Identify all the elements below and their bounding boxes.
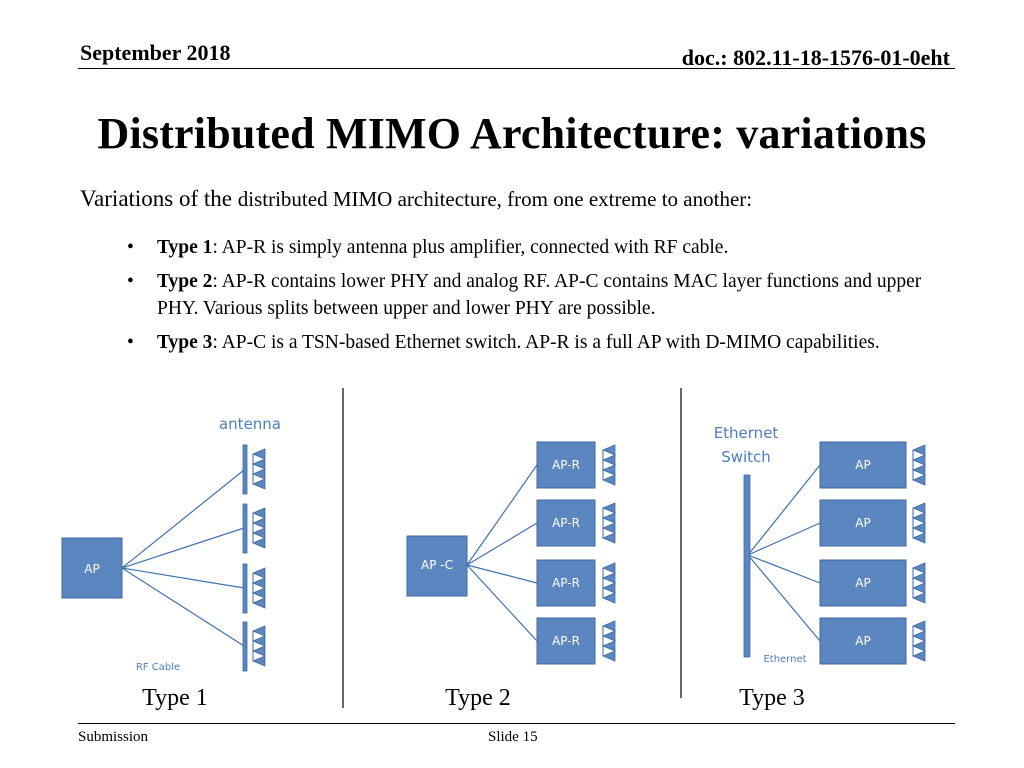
footer-divider (78, 723, 955, 724)
bullet-term: Type 2 (157, 271, 213, 292)
type3-ap-label: AP (855, 634, 870, 648)
header-doc-id: doc.: 802.11-18-1576-01-0eht (681, 45, 950, 70)
type2-links (466, 464, 538, 642)
type3-ap-2: AP (819, 499, 925, 547)
type2-apr-4: AP-R (536, 617, 615, 665)
type1-antenna-label: antenna (219, 415, 281, 433)
bullet-term: Type 3 (157, 332, 213, 353)
footer-slide-number: Slide 15 (488, 729, 538, 745)
type1-antenna-1 (242, 444, 265, 495)
type3-switch-label-1: Ethernet (714, 424, 779, 442)
architecture-diagram: AP antenna RF Cable Type 1 AP -C (61, 388, 1024, 711)
type2-apr-1: AP-R (536, 441, 615, 489)
slide-title: Distributed MIMO Architecture: variation… (97, 109, 927, 158)
intro-text: Variations of the distributed MIMO archi… (80, 186, 752, 212)
type1-label: Type 1 (142, 685, 208, 711)
type1-rf-cable-label: RF Cable (136, 662, 180, 673)
type3-ap-1: AP (819, 441, 925, 489)
bullet-text: : AP-R contains lower PHY and analog RF.… (157, 271, 922, 319)
type2-apr-label: AP-R (552, 516, 580, 530)
type1-antenna-2 (242, 503, 265, 554)
type1-antenna-4 (242, 621, 265, 672)
type2-label: Type 2 (445, 685, 511, 711)
type2-apr-label: AP-R (552, 458, 580, 472)
type3-switch-label-2: Switch (721, 448, 771, 466)
type2-apr-label: AP-R (552, 576, 580, 590)
type2-apc-box (406, 535, 468, 597)
type2-apr-3: AP-R (536, 559, 615, 607)
type1-ap-box (61, 537, 123, 599)
type3-ap-label: AP (855, 576, 870, 590)
header-date: September 2018 (80, 40, 231, 65)
bullet-text: : AP-R is simply antenna plus amplifier,… (212, 237, 729, 258)
intro-rest: distributed MIMO architecture, from one … (237, 187, 753, 211)
intro-lead: Variations of the (80, 186, 238, 211)
type1-diagram: AP antenna RF Cable Type 1 (61, 415, 281, 711)
type3-ap-label: AP (855, 516, 870, 530)
type1-antenna-3 (242, 563, 265, 614)
bullet-type-3: Type 3: AP-C is a TSN-based Ethernet swi… (127, 329, 947, 356)
footer-submission: Submission (78, 729, 149, 745)
type2-apc-label: AP -C (421, 558, 453, 572)
bullet-term: Type 1 (157, 237, 213, 258)
type3-ethernet-label: Ethernet (763, 654, 806, 665)
bullet-text: : AP-C is a TSN-based Ethernet switch. A… (212, 332, 880, 353)
type3-ap-4: AP (819, 617, 925, 665)
type3-diagram: Ethernet Switch Ethernet AP AP AP AP Typ… (714, 424, 925, 711)
type3-ap-3: AP (819, 559, 925, 607)
type2-apr-2: AP-R (536, 499, 615, 547)
type2-apr-label: AP-R (552, 634, 580, 648)
type1-ap-label: AP (84, 562, 99, 576)
bullet-type-2: Type 2: AP-R contains lower PHY and anal… (127, 268, 947, 322)
bullet-type-1: Type 1: AP-R is simply antenna plus ampl… (127, 234, 947, 261)
type3-label: Type 3 (739, 685, 805, 711)
type1-rf-cables (121, 469, 245, 647)
bullet-list: Type 1: AP-R is simply antenna plus ampl… (127, 234, 947, 363)
type3-switch-bar (743, 474, 751, 658)
type3-ap-label: AP (855, 458, 870, 472)
type2-diagram: AP -C AP-R AP-R AP-R AP-R Type 2 (406, 441, 615, 711)
type3-ethernet-links (747, 464, 821, 642)
header-divider (78, 68, 955, 69)
